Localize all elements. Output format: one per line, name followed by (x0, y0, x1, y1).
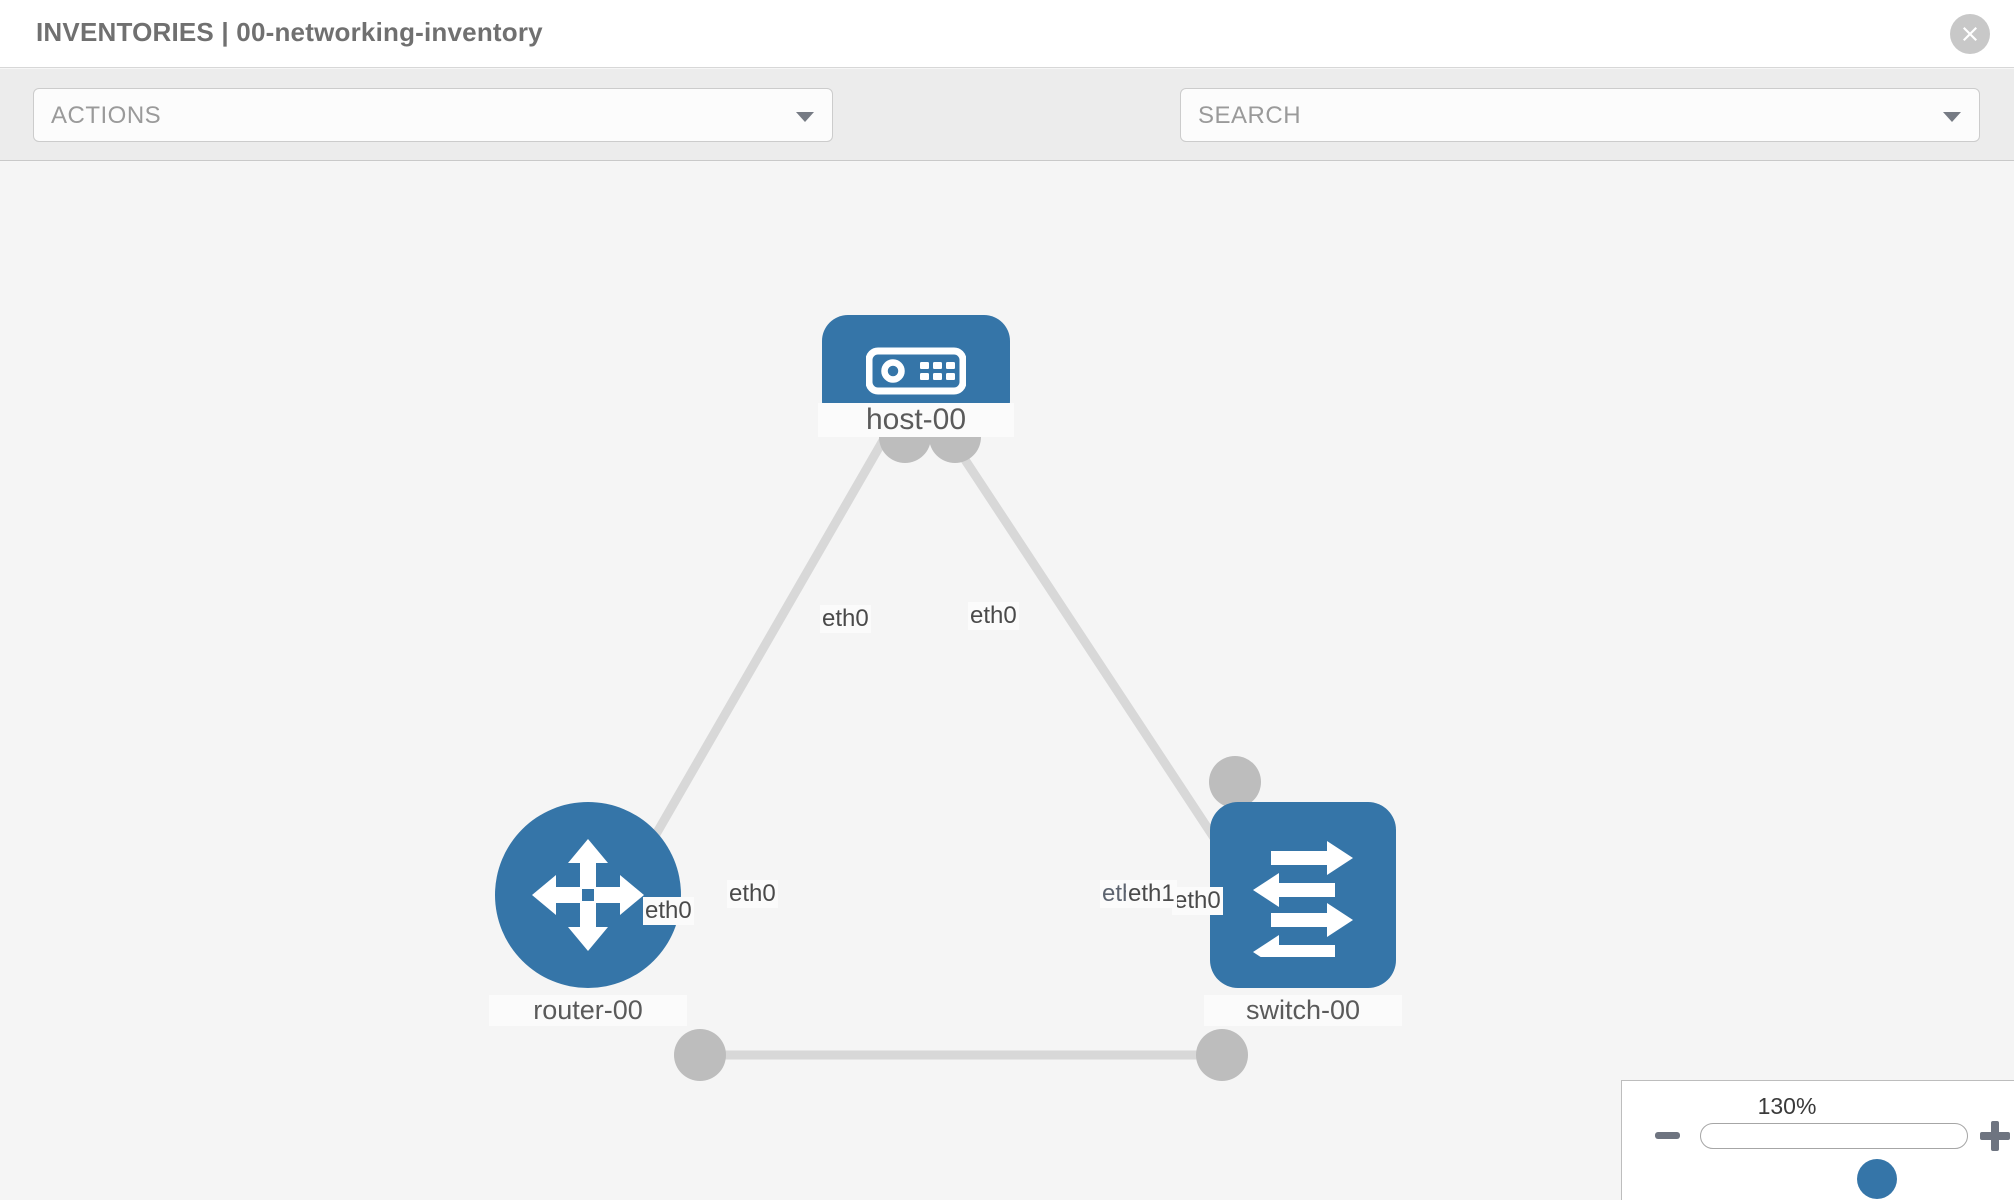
switch-arrows-icon (1210, 802, 1396, 988)
topology-node-label: host-00 (818, 403, 1014, 437)
topology-toolbar: ACTIONS SEARCH (0, 69, 2014, 201)
zoom-out-button[interactable] (1655, 1132, 1680, 1139)
search-input[interactable]: SEARCH (1180, 88, 1980, 142)
close-icon[interactable] (1950, 14, 1990, 54)
interface-label-switch-upper[interactable]: eth0 (1172, 887, 1223, 915)
chevron-down-icon[interactable] (1943, 112, 1961, 122)
zoom-slider-handle[interactable] (1857, 1159, 1897, 1199)
zoom-in-button[interactable] (1980, 1121, 2010, 1151)
link-host-switch (945, 432, 1235, 867)
link-host-router (635, 432, 890, 867)
zoom-slider[interactable] (1700, 1123, 1968, 1199)
zoom-control-panel: 130% (1621, 1080, 2014, 1200)
connector-router-right (674, 1029, 726, 1081)
topology-node-label: router-00 (489, 995, 687, 1026)
interface-label-host-left[interactable]: eth0 (820, 605, 871, 633)
topology-canvas[interactable]: host-00 router-00 (0, 162, 2014, 1200)
interface-label-switch-left[interactable]: eth1 (1126, 880, 1177, 908)
connector-switch-left (1196, 1029, 1248, 1081)
window-titlebar: INVENTORIES | 00-networking-inventory (0, 0, 2014, 68)
actions-dropdown-label: ACTIONS (51, 102, 162, 129)
page-title: INVENTORIES | 00-networking-inventory (36, 17, 543, 47)
search-placeholder: SEARCH (1198, 102, 1302, 129)
topology-node-label: switch-00 (1204, 995, 1402, 1026)
connector-switch-top (1209, 756, 1261, 808)
interface-label-router-upper[interactable]: eth0 (643, 897, 694, 925)
actions-dropdown[interactable]: ACTIONS (33, 88, 833, 142)
chevron-down-icon (796, 112, 814, 122)
router-arrows-icon (495, 802, 681, 988)
interface-label-host-right[interactable]: eth0 (968, 602, 1019, 630)
zoom-level-value: 130% (1757, 1093, 1817, 1119)
interface-label-router-right[interactable]: eth0 (727, 880, 778, 908)
